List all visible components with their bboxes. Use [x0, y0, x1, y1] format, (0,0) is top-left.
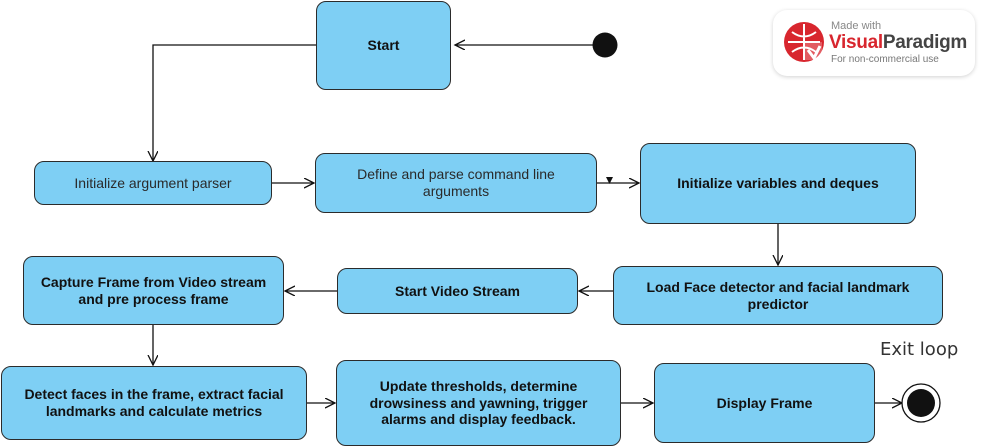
define-parse-node[interactable]: Define and parse command line arguments	[315, 153, 597, 213]
visual-paradigm-watermark: Made with VisualParadigm For non-commerc…	[773, 10, 975, 76]
watermark-brand-visual: Visual	[829, 32, 883, 53]
visual-paradigm-logo-icon	[784, 22, 824, 62]
init-vars-node[interactable]: Initialize variables and deques	[640, 143, 916, 224]
watermark-brand-paradigm: Paradigm	[882, 32, 968, 53]
capture-frame-label: Capture Frame from Video stream and pre …	[40, 273, 267, 307]
init-vars-label: Initialize variables and deques	[677, 175, 879, 192]
display-frame-node[interactable]: Display Frame	[654, 363, 875, 443]
init-parser-label: Initialize argument parser	[74, 174, 232, 191]
edge-start-parser	[153, 44, 316, 161]
start-stream-node[interactable]: Start Video Stream	[337, 268, 578, 314]
update-thresholds-label: Update thresholds, determine drowsiness …	[369, 377, 588, 428]
start-stream-label: Start Video Stream	[394, 282, 520, 299]
edge-anchor-marker	[606, 177, 613, 184]
watermark-brand: VisualParadigm	[829, 32, 967, 54]
start-node[interactable]: Start	[316, 1, 451, 90]
watermark-subtitle: For non-commercial use	[831, 54, 939, 65]
final-node-inner	[907, 389, 935, 417]
display-frame-label: Display Frame	[716, 394, 813, 411]
exit-loop-label: Exit loop	[880, 339, 959, 360]
watermark-made-with: Made with	[831, 20, 882, 32]
detect-faces-label: Detect faces in the frame, extract facia…	[24, 386, 284, 419]
load-detector-node[interactable]: Load Face detector and facial landmark p…	[613, 266, 943, 325]
detect-faces-node[interactable]: Detect faces in the frame, extract facia…	[1, 366, 307, 440]
update-thresholds-node[interactable]: Update thresholds, determine drowsiness …	[336, 360, 621, 446]
capture-frame-node[interactable]: Capture Frame from Video stream and pre …	[23, 256, 284, 325]
start-node-label: Start	[367, 37, 400, 54]
load-detector-label: Load Face detector and facial landmark p…	[646, 278, 910, 312]
define-parse-label: Define and parse command line arguments	[357, 166, 555, 199]
initial-node	[592, 32, 618, 58]
init-parser-node[interactable]: Initialize argument parser	[34, 161, 272, 205]
